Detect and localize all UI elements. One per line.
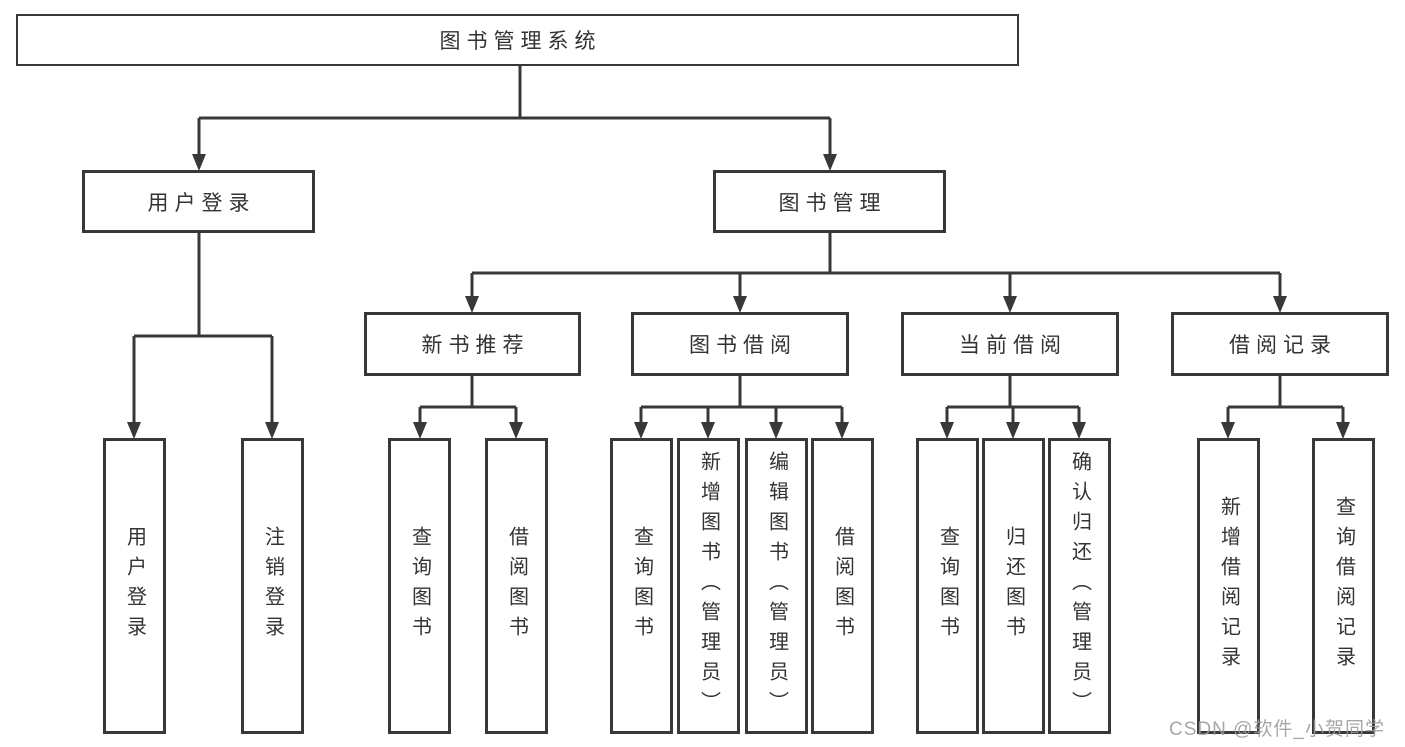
leaf-label: 注销登录 xyxy=(261,526,284,646)
node-book-borrowing: 图书借阅 xyxy=(631,312,849,376)
leaf-query-borrow-record: 查询借阅记录 xyxy=(1312,438,1375,734)
node-user-login: 用户登录 xyxy=(82,170,315,233)
connector-borrow-records xyxy=(1221,376,1350,439)
leaf-logout: 注销登录 xyxy=(241,438,304,734)
leaf-label: 借阅图书 xyxy=(505,526,528,646)
leaf-label: 查询借阅记录 xyxy=(1332,496,1355,676)
node-borrowing-records: 借阅记录 xyxy=(1171,312,1389,376)
leaf-query-books-borrow: 查询图书 xyxy=(610,438,673,734)
node-new-book-recommend: 新书推荐 xyxy=(364,312,581,376)
leaf-add-books-admin: 新增图书（管理员） xyxy=(677,438,740,734)
node-current-borrowing: 当前借阅 xyxy=(901,312,1119,376)
leaf-label: 查询图书 xyxy=(630,526,653,646)
leaf-confirm-return-admin: 确认归还（管理员） xyxy=(1048,438,1111,734)
leaf-label: 新增图书（管理员） xyxy=(697,451,720,721)
csdn-watermark: CSDN @软件_小贺同学 xyxy=(1169,719,1385,740)
node-book-management: 图书管理 xyxy=(713,170,946,233)
leaf-label: 确认归还（管理员） xyxy=(1068,451,1091,721)
leaf-borrow-books-recommend: 借阅图书 xyxy=(485,438,548,734)
leaf-label: 查询图书 xyxy=(408,526,431,646)
leaf-label: 编辑图书（管理员） xyxy=(765,451,788,721)
leaf-edit-books-admin: 编辑图书（管理员） xyxy=(745,438,808,734)
connector-root xyxy=(192,66,837,171)
leaf-query-books-current: 查询图书 xyxy=(916,438,979,734)
leaf-user-login: 用户登录 xyxy=(103,438,166,734)
leaf-label: 查询图书 xyxy=(936,526,959,646)
leaf-borrow-books: 借阅图书 xyxy=(811,438,874,734)
leaf-return-books: 归还图书 xyxy=(982,438,1045,734)
connector-book-borrow xyxy=(634,376,849,439)
leaf-label: 借阅图书 xyxy=(831,526,854,646)
leaf-label: 用户登录 xyxy=(123,526,146,646)
node-root: 图书管理系统 xyxy=(16,14,1019,66)
connector-user-login xyxy=(127,233,279,439)
leaf-add-borrow-record: 新增借阅记录 xyxy=(1197,438,1260,734)
connector-current-borrow xyxy=(940,376,1086,439)
leaf-label: 新增借阅记录 xyxy=(1217,496,1240,676)
connector-book-mgmt xyxy=(465,233,1287,313)
connector-new-books xyxy=(413,376,523,439)
leaf-label: 归还图书 xyxy=(1002,526,1025,646)
leaf-query-books-recommend: 查询图书 xyxy=(388,438,451,734)
